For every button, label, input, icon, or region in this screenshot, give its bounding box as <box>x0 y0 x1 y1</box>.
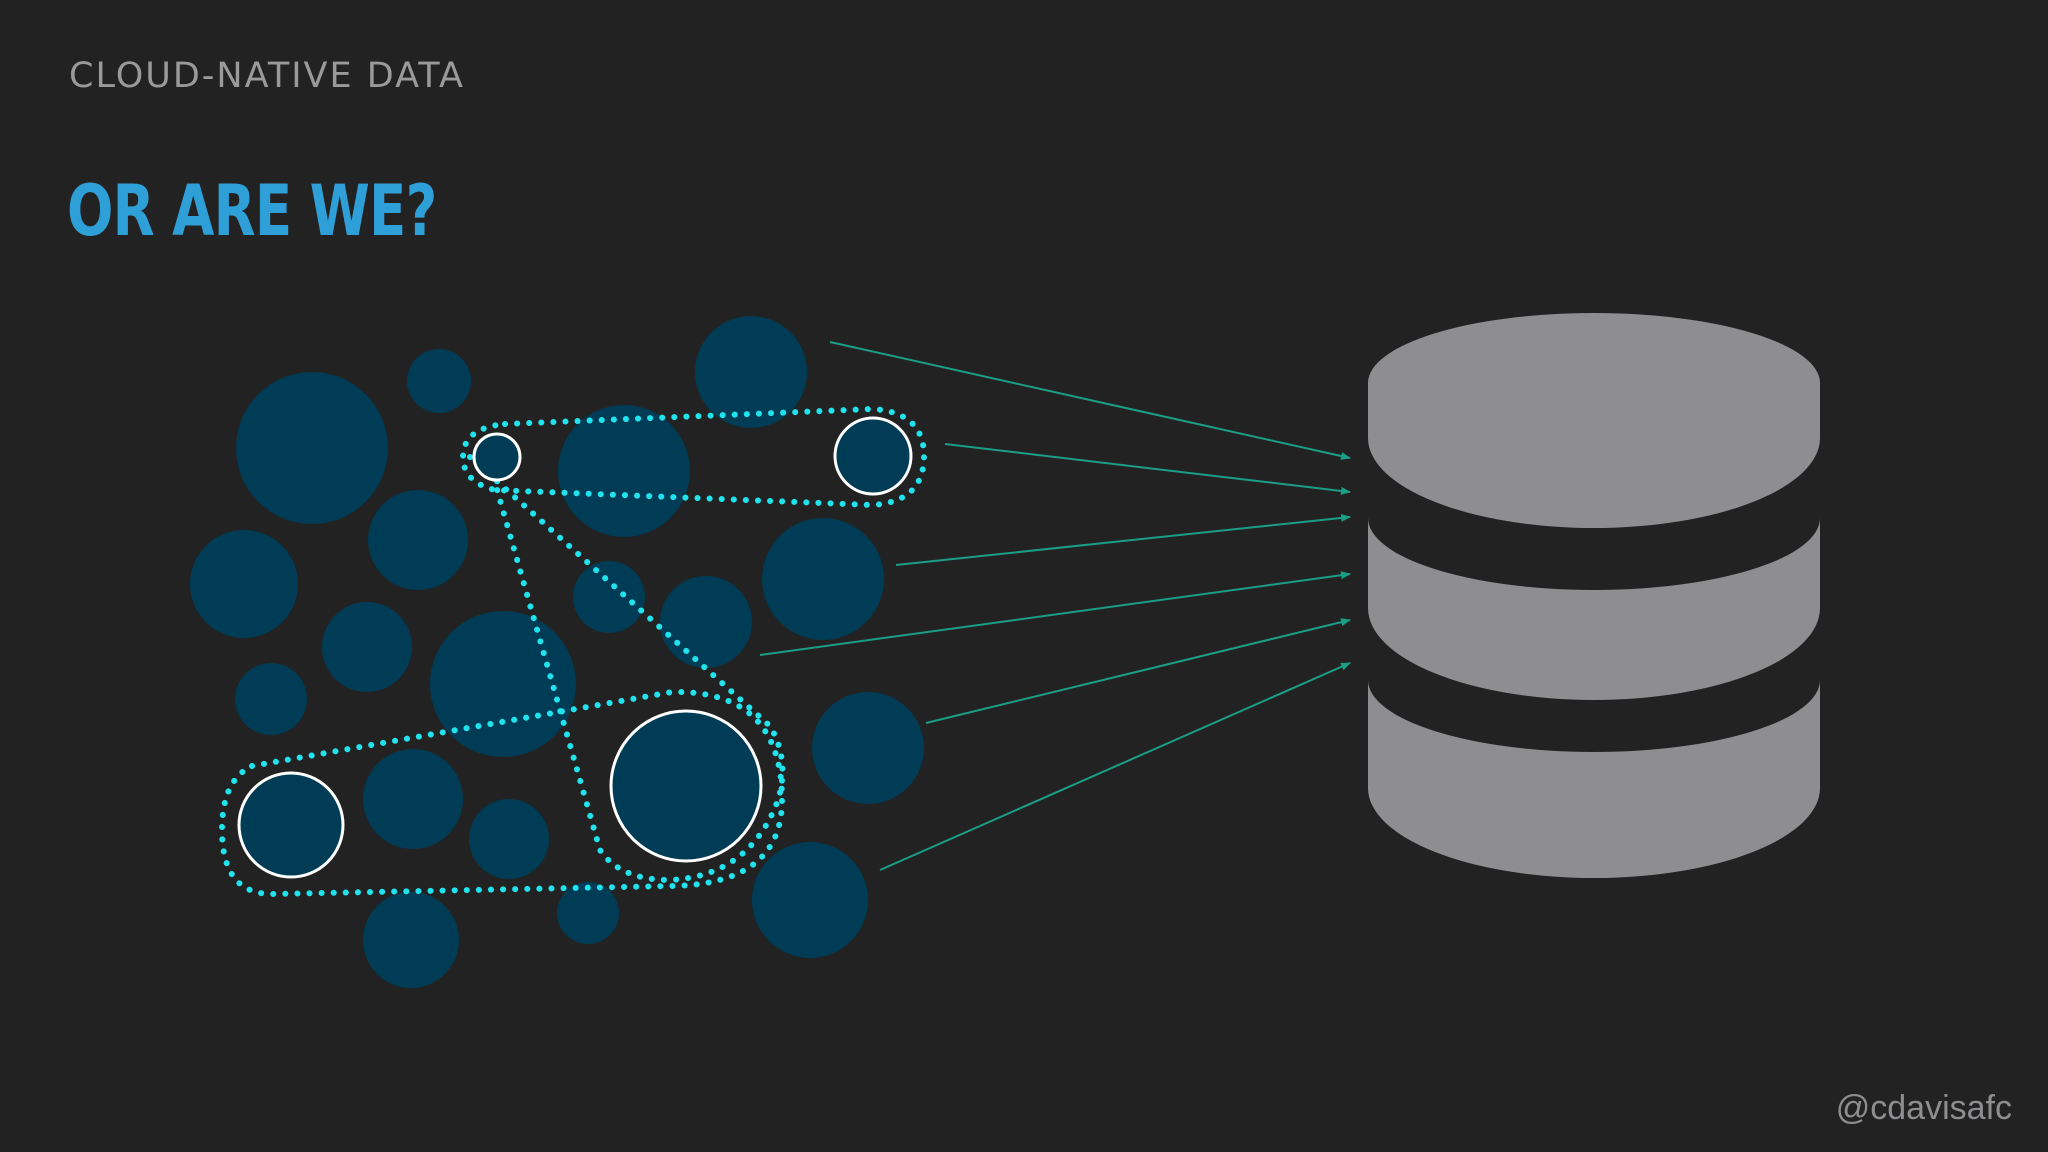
data-arrow <box>829 341 1351 460</box>
service-bubble <box>762 518 884 640</box>
selected-service <box>237 771 345 879</box>
service-bubble <box>573 561 645 633</box>
slide-title: OR ARE WE? <box>67 170 437 252</box>
selected-services <box>237 416 913 879</box>
data-flow-arrows <box>759 341 1351 871</box>
service-bubble <box>812 692 924 804</box>
service-bubble <box>190 530 298 638</box>
service-bubble <box>235 663 307 735</box>
service-bubble <box>469 799 549 879</box>
service-bubble <box>752 842 868 958</box>
selected-service <box>472 432 522 482</box>
service-bubble <box>368 490 468 590</box>
service-bubble <box>430 611 576 757</box>
service-bubble <box>363 749 463 849</box>
selected-service <box>833 416 913 496</box>
data-arrow <box>879 662 1351 871</box>
data-arrow <box>944 443 1351 495</box>
data-arrow <box>925 618 1351 724</box>
data-arrow <box>759 571 1351 656</box>
service-bubble <box>407 349 471 413</box>
grouping-bottom <box>218 688 786 898</box>
service-bubble <box>558 405 690 537</box>
database-icon <box>1368 313 1820 878</box>
selected-service <box>609 709 763 863</box>
service-groupings <box>218 405 928 898</box>
service-bubble <box>557 882 619 944</box>
author-handle: @cdavisafc <box>1835 1089 2012 1127</box>
section-label: CLOUD-NATIVE DATA <box>69 56 465 96</box>
microservice-bubbles <box>190 316 924 988</box>
service-bubble <box>236 372 388 524</box>
data-arrow <box>895 513 1351 566</box>
service-bubble <box>322 602 412 692</box>
service-bubble <box>660 576 752 668</box>
service-bubble <box>695 316 807 428</box>
grouping-top <box>459 405 928 509</box>
grouping-diagonal <box>467 454 786 884</box>
service-bubble <box>363 892 459 988</box>
